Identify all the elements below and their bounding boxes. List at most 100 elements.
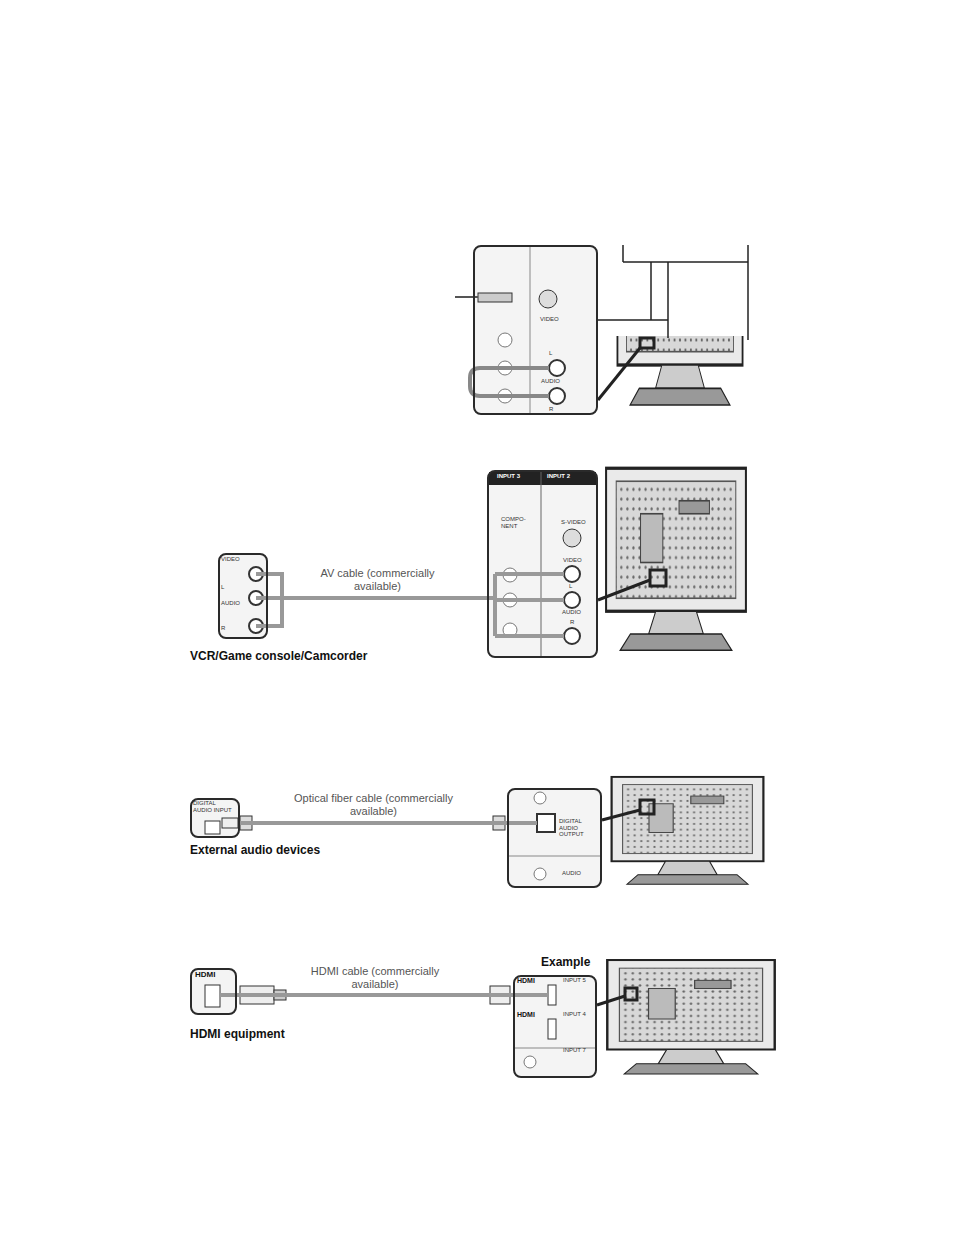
illustration-part <box>667 262 669 338</box>
device-panel: DIGITAL AUDIO INPUTExternal audio device… <box>190 798 240 838</box>
jack-label: L <box>221 584 224 591</box>
illustration-part <box>747 245 749 340</box>
illustration-part <box>564 628 580 644</box>
jack-panel: DIGITAL AUDIO OUTPUT AUDIO <box>507 788 602 888</box>
hdmi-logo: HDMI <box>195 971 215 980</box>
illustration-part <box>192 970 235 1013</box>
illustration-part <box>625 988 637 1000</box>
illustration-part <box>220 993 237 997</box>
illustration-part <box>597 996 625 1005</box>
hdmi-logo: HDMI <box>517 1011 535 1019</box>
illustration-part <box>541 472 542 656</box>
illustration-part <box>548 1019 556 1039</box>
illustration-part <box>205 821 220 834</box>
illustration-part <box>650 262 652 320</box>
input-label: INPUT 2 <box>547 473 570 480</box>
illustration-part <box>498 333 512 347</box>
jack-panel: VIDEO L AUDIO R <box>473 245 598 415</box>
illustration-part <box>489 472 596 656</box>
illustration-part <box>534 792 546 804</box>
tv-back <box>607 960 774 1074</box>
illustration-part <box>602 810 640 820</box>
jack-label: R <box>221 625 225 632</box>
illustration-part <box>530 247 531 413</box>
illustration-part <box>475 247 596 413</box>
cable-label: AV cable (commercially available) <box>306 567 450 593</box>
jack-panel: INPUT 3INPUT 2COMPO- NENTS-VIDEOVIDEOLAU… <box>487 470 598 658</box>
jack-label: DIGITAL AUDIO OUTPUT <box>559 818 597 838</box>
illustration-part <box>617 336 742 405</box>
input-label: INPUT 7 <box>563 1047 586 1054</box>
leader-lines <box>583 245 748 340</box>
jack-label: VIDEO <box>540 316 559 323</box>
zoom-line <box>598 338 654 400</box>
illustration-part <box>192 800 238 836</box>
jack-label: AUDIO <box>541 378 560 385</box>
device-name: External audio devices <box>190 844 320 857</box>
illustration-part <box>507 821 537 825</box>
jack-label: COMPO- NENT <box>501 516 529 529</box>
jack-label: VIDEO <box>221 556 240 563</box>
jack-label: R <box>570 619 574 626</box>
illustration-part <box>513 993 548 997</box>
illustration-part <box>487 574 564 636</box>
illustration-part <box>548 985 556 1005</box>
cable-label: Optical fiber cable (commercially availa… <box>287 792 461 818</box>
illustration-part <box>470 368 549 396</box>
device-name: HDMI equipment <box>190 1028 285 1041</box>
tv-back <box>612 777 764 884</box>
cable-label: HDMI cable (commercially available) <box>298 965 452 991</box>
illustration-part <box>563 529 581 547</box>
zoom-line <box>602 800 654 820</box>
cable-connector <box>268 596 487 600</box>
device-panel: HDMIHDMI equipment <box>190 968 237 1015</box>
jack-label: L <box>569 583 572 590</box>
illustration-part <box>205 985 220 1007</box>
illustration-part <box>623 261 748 263</box>
optical-art <box>192 790 600 886</box>
illustration-part <box>222 818 238 828</box>
illustration-part <box>509 856 600 857</box>
illustration-part <box>598 580 650 600</box>
illustration-part <box>509 790 600 886</box>
jack-label: AUDIO <box>562 609 581 616</box>
illustration-part <box>564 592 580 608</box>
zoom-line <box>598 570 666 600</box>
illustration-part <box>539 290 557 308</box>
jack-label: DIGITAL AUDIO INPUT <box>193 800 235 813</box>
input-label: INPUT 3 <box>497 473 520 480</box>
jack-panel: ExampleHDMIINPUT 5HDMIINPUT 4INPUT 7 <box>513 975 597 1078</box>
illustration-part <box>534 868 546 880</box>
illustration-part <box>564 566 580 582</box>
illustration-part <box>549 388 565 404</box>
jack-label: AUDIO <box>562 870 581 877</box>
example-heading: Example <box>541 956 590 969</box>
tv-back <box>606 468 746 650</box>
cable-connector <box>240 821 507 825</box>
jack-label: R <box>549 406 553 413</box>
input-label: INPUT 4 <box>563 1011 586 1018</box>
zoom-line <box>597 988 637 1005</box>
jack-label: AUDIO <box>221 600 240 607</box>
illustration-part <box>489 472 596 485</box>
device-panel: VIDEOLAUDIORVCR/Game console/Camcorder <box>218 553 268 639</box>
illustration-part <box>640 338 654 348</box>
cable-connector <box>237 993 513 997</box>
illustration-part <box>549 360 565 376</box>
input-label: INPUT 5 <box>563 977 586 984</box>
illustration-part <box>640 800 654 814</box>
device-name: VCR/Game console/Camcorder <box>190 650 367 663</box>
hdmi-logo: HDMI <box>517 977 535 985</box>
illustration-part <box>537 814 555 832</box>
illustration-part <box>478 293 512 302</box>
illustration-part <box>515 977 595 1076</box>
illustration-part <box>524 1056 536 1068</box>
top-tv <box>617 336 742 405</box>
top-jack-panel-art <box>455 247 596 413</box>
jack-label: L <box>549 350 552 357</box>
illustration-part <box>622 245 624 262</box>
illustration-part <box>650 570 666 586</box>
